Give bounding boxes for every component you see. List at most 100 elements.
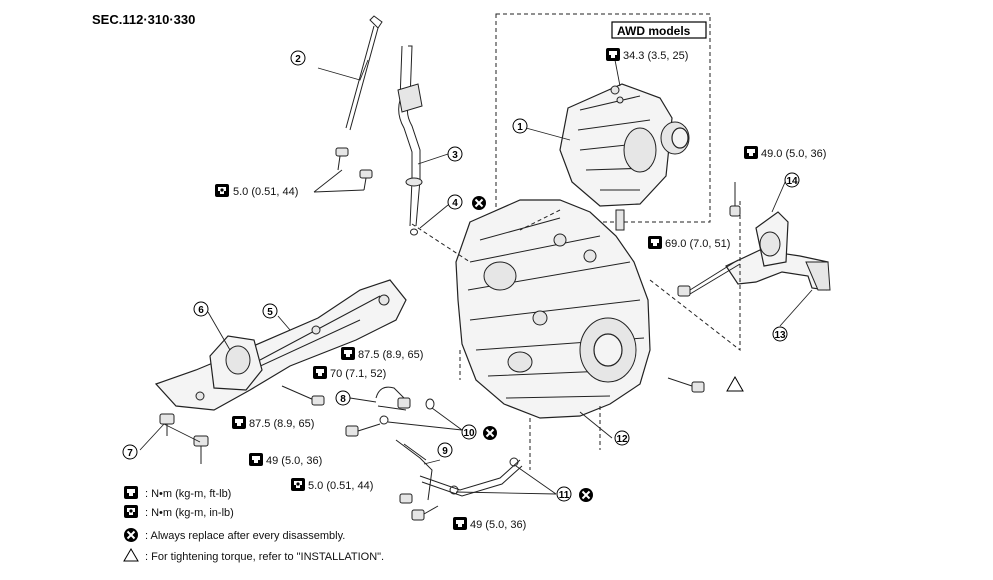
- leader-dipstick-bolts: [313, 169, 365, 193]
- svg-text:12: 12: [616, 434, 628, 445]
- callout-6: 6: [193, 301, 209, 317]
- svg-text:10: 10: [463, 428, 475, 439]
- torque-wrench-icon: [313, 366, 327, 379]
- leader-11: [455, 465, 557, 495]
- callout-3: 3: [447, 146, 463, 162]
- torque-wrench-icon: [124, 486, 138, 499]
- pipe-flange: [405, 177, 423, 187]
- callout-14: 14: [784, 172, 800, 188]
- svg-text:8: 8: [340, 394, 346, 405]
- torque-wrench-icon: [341, 347, 355, 360]
- leader-3: [417, 153, 449, 165]
- torque-spec-87-5-a: 87.5 (8.9, 65): [358, 349, 423, 361]
- legend-nm-in: : N•m (kg-m, in-lb): [145, 507, 234, 519]
- svg-text:3: 3: [452, 150, 458, 161]
- callout-5: 5: [262, 303, 278, 319]
- leader-1: [525, 127, 571, 141]
- fluid-cooler-hose: [375, 386, 435, 425]
- svg-text:9: 9: [442, 446, 448, 457]
- member-nuts: [159, 413, 209, 464]
- torque-wrench-icon: [606, 48, 620, 61]
- torque-spec-70: 70 (7.1, 52): [330, 368, 386, 380]
- leader-8: [349, 397, 377, 403]
- leader-10: [387, 407, 463, 431]
- leader-6: [207, 311, 231, 351]
- torque-wrench-icon: [232, 416, 246, 429]
- transaxle-side-bolt: [667, 377, 705, 393]
- circled-x-icon: [578, 487, 594, 503]
- awd-models-title: AWD models: [617, 24, 691, 38]
- callout-7: 7: [122, 444, 138, 460]
- engine-mount-rh: [209, 335, 263, 391]
- bracket-bolts: [399, 493, 439, 521]
- legend: : N•m (kg-m, ft-lb) : N•m (kg-m, in-lb) …: [123, 486, 384, 563]
- circled-x-icon: [123, 527, 139, 543]
- callout-9: 9: [437, 442, 453, 458]
- torque-spec-87-5-b: 87.5 (8.9, 65): [249, 418, 314, 430]
- circled-x-icon: [471, 195, 487, 211]
- transfer-assembly: [559, 83, 690, 207]
- svg-text:11: 11: [559, 490, 570, 501]
- triangle-icon: [726, 375, 744, 392]
- member-bolt: [281, 385, 325, 406]
- callout-10: 10: [461, 424, 477, 440]
- section-reference: SEC.112·310·330: [92, 12, 195, 27]
- engine-mount-lh: [755, 211, 789, 267]
- hose-bracket: [395, 439, 523, 501]
- leader-2: [317, 59, 369, 81]
- callout-13: 13: [772, 326, 788, 342]
- oil-charging-pipe: [398, 45, 421, 227]
- svg-text:1: 1: [517, 122, 523, 133]
- leader-4: [419, 204, 449, 229]
- torque-wrench-inlb-icon: [215, 184, 229, 197]
- torque-spec-34: 34.3 (3.5, 25): [623, 50, 688, 62]
- bolt-leader: [614, 59, 621, 87]
- leader-12: [579, 411, 613, 439]
- pipe-bracket: [397, 83, 423, 113]
- torque-spec-69: 69.0 (7.0, 51): [665, 238, 730, 250]
- mount-bolt: [729, 205, 741, 217]
- svg-text:6: 6: [198, 305, 204, 316]
- torque-wrench-inlb-icon: [124, 505, 138, 518]
- dipstick: [345, 25, 379, 131]
- torque-wrench-icon: [453, 517, 467, 530]
- leader-13: [779, 289, 813, 327]
- svg-text:5: 5: [267, 307, 273, 318]
- leader-9: [423, 459, 441, 465]
- torque-spec-49-b: 49 (5.0, 36): [470, 519, 526, 531]
- legend-installation: : For tightening torque, refer to "INSTA…: [145, 551, 384, 563]
- transaxle-assembly: [455, 199, 651, 419]
- leader-14: [771, 179, 787, 213]
- legend-replace: : Always replace after every disassembly…: [145, 530, 345, 542]
- callout-1: 1: [512, 118, 528, 134]
- callout-4: 4: [447, 194, 463, 210]
- leader-5: [277, 315, 291, 331]
- o-ring: [410, 228, 418, 236]
- hose-bolt: [345, 423, 381, 437]
- torque-spec-5-dipstick: 5.0 (0.51, 44): [233, 186, 298, 198]
- torque-wrench-icon: [648, 236, 662, 249]
- torque-spec-49-a: 49 (5.0, 36): [266, 455, 322, 467]
- legend-nm: : N•m (kg-m, ft-lb): [145, 488, 231, 500]
- triangle-icon: [123, 548, 139, 562]
- svg-text:7: 7: [127, 448, 133, 459]
- torque-wrench-icon: [744, 146, 758, 159]
- svg-text:13: 13: [774, 330, 786, 341]
- svg-text:2: 2: [295, 54, 301, 65]
- callout-2: 2: [290, 50, 306, 66]
- dipstick-handle: [369, 15, 383, 29]
- torque-spec-49-mount: 49.0 (5.0, 36): [761, 148, 826, 160]
- rear-mount-bracket: [725, 249, 831, 291]
- torque-wrench-inlb-icon: [291, 478, 305, 491]
- callout-12: 12: [614, 430, 630, 446]
- awd-title-frame: [611, 21, 707, 39]
- svg-text:4: 4: [452, 198, 458, 209]
- circled-x-icon: [482, 425, 498, 441]
- dipstick-bolts: [335, 147, 373, 191]
- callout-11: 11: [556, 486, 572, 502]
- callout-8: 8: [335, 390, 351, 406]
- through-bolt: [677, 259, 741, 297]
- leader-7: [139, 423, 201, 451]
